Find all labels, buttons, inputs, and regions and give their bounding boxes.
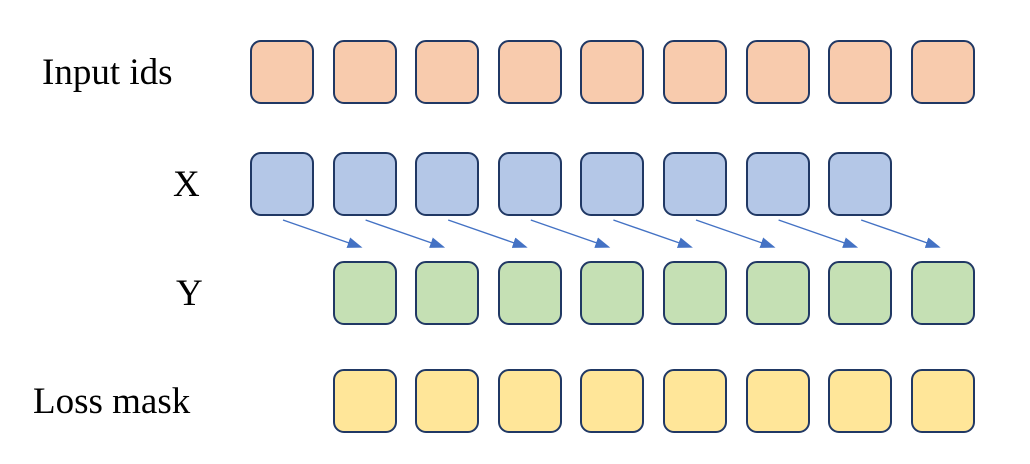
shift-arrow-7 [778, 219, 859, 248]
token-square-input-ids-3 [415, 40, 480, 104]
shift-arrow-8 [860, 219, 941, 248]
row-label-loss-mask: Loss mask [33, 380, 191, 422]
token-square-input-ids-5 [580, 40, 645, 104]
token-square-loss-mask-5 [663, 369, 727, 433]
row-label-y: Y [176, 272, 203, 314]
token-square-y-7 [828, 261, 893, 325]
shift-arrow-3 [447, 219, 528, 248]
shift-arrow-4 [530, 219, 611, 248]
row-label-x: X [173, 163, 200, 205]
token-square-y-2 [415, 261, 480, 325]
token-square-input-ids-8 [828, 40, 893, 104]
token-square-y-5 [663, 261, 727, 325]
token-square-loss-mask-7 [828, 369, 893, 433]
token-square-x-7 [745, 152, 810, 216]
shift-arrow-2 [365, 219, 446, 248]
token-square-loss-mask-6 [745, 369, 810, 433]
shift-arrow-5 [613, 219, 693, 248]
token-square-input-ids-6 [663, 40, 727, 104]
token-square-x-3 [415, 152, 480, 216]
token-square-x-2 [332, 152, 397, 216]
token-square-y-8 [910, 261, 975, 325]
token-square-loss-mask-2 [415, 369, 480, 433]
token-square-loss-mask-3 [497, 369, 562, 433]
token-square-y-6 [745, 261, 810, 325]
token-square-x-4 [497, 152, 562, 216]
shift-arrow-1 [282, 219, 363, 248]
token-square-y-3 [497, 261, 562, 325]
token-square-x-5 [580, 152, 645, 216]
token-square-x-1 [250, 152, 314, 216]
token-square-y-1 [332, 261, 397, 325]
shift-arrow-6 [695, 219, 776, 248]
token-square-loss-mask-8 [910, 369, 975, 433]
token-square-input-ids-7 [745, 40, 810, 104]
token-square-x-8 [828, 152, 893, 216]
token-square-input-ids-1 [250, 40, 314, 104]
token-square-input-ids-2 [332, 40, 397, 104]
token-square-input-ids-4 [497, 40, 562, 104]
token-square-loss-mask-1 [332, 369, 397, 433]
token-square-x-6 [663, 152, 727, 216]
token-square-y-4 [580, 261, 645, 325]
row-label-input-ids: Input ids [42, 51, 173, 93]
token-square-input-ids-9 [910, 40, 975, 104]
token-square-loss-mask-4 [580, 369, 645, 433]
